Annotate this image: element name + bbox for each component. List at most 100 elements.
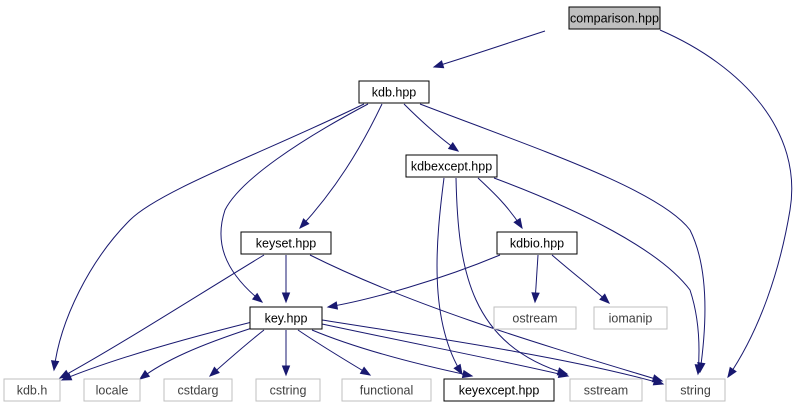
edge-arrowhead [281,365,291,377]
node-iomanip[interactable]: iomanip [593,306,668,330]
node-kdbh[interactable]: kdb.h [3,378,61,402]
edge-key-to-kdbh [60,321,253,381]
edge-kdbio-to-iomanip [551,254,611,304]
node-cstring[interactable]: cstring [255,378,321,402]
node-label: functional [360,384,414,398]
edge-key-to-locale [138,327,253,380]
node-kdbio[interactable]: kdbio.hpp [496,231,578,255]
node-label: iomanip [609,312,653,326]
edge-arrowhead [694,364,704,376]
edge-kdb-to-kdbexcept [403,103,460,152]
node-box [569,378,643,402]
edge-line [659,29,793,378]
node-cstdarg[interactable]: cstdarg [163,378,233,402]
node-label: keyset.hpp [256,237,317,251]
node-label: cstring [270,384,307,398]
edge-kdbexcept-to-kdbio [477,177,523,230]
edge-line [61,321,253,381]
node-label: comparison.hpp [570,12,659,26]
node-keyset[interactable]: keyset.hpp [240,231,332,255]
node-label: locale [96,384,129,398]
edge-kdbio-to-ostream [531,254,540,304]
edge-keyset-to-key [281,254,291,304]
node-label: keyexcept.hpp [459,384,540,398]
node-box [493,306,577,330]
edge-line [299,103,383,229]
node-label: kdbio.hpp [510,237,564,251]
node-box [568,6,661,30]
node-box [341,378,432,402]
edge-arrowhead [447,141,460,152]
node-functional[interactable]: functional [341,378,432,402]
edge-line [551,254,610,304]
edge-arrowhead [557,369,570,378]
edge-arrowhead [453,363,463,376]
edge-key-to-keyexcept [311,329,474,379]
edge-kdb-to-key [220,103,369,303]
edge-key-to-cstring [281,329,291,377]
edge-arrowhead [326,301,339,310]
edge-arrowhead [281,292,291,304]
node-kdb[interactable]: kdb.hpp [358,80,430,104]
edge-line [403,103,459,152]
edge-key-to-sstream [321,323,570,378]
edge-line [220,103,369,303]
edge-arrowhead [513,217,523,230]
node-box [255,378,321,402]
edge-kdbexcept-to-string [493,177,704,376]
edge-line [321,319,664,385]
edge-line [309,254,663,382]
node-box [358,80,430,104]
edge-line [311,329,473,377]
edge-key-to-string [321,319,665,386]
edge-line [477,177,523,229]
node-comparison[interactable]: comparison.hpp [568,6,661,30]
edge-line [455,177,568,375]
node-kdbexcept[interactable]: kdbexcept.hpp [405,154,498,178]
node-box [665,378,726,402]
edge-key-to-cstdarg [208,329,265,377]
edge-line [59,254,265,379]
node-sstream[interactable]: sstream [569,378,643,402]
edges-layer [50,29,793,386]
node-label: cstdarg [178,384,219,398]
edge-line [327,254,501,308]
node-box [3,378,61,402]
edge-line [209,329,265,377]
edge-arrowhead [60,372,73,381]
node-label: key.hpp [265,312,308,326]
edge-arrowhead [208,366,220,377]
node-label: kdbexcept.hpp [411,160,492,174]
nodes-layer: comparison.hpp kdb.hpp kdbexcept.hpp keyset… [3,6,726,402]
edge-kdbexcept-to-keyexcept [436,177,463,376]
node-box [443,378,555,402]
edge-comparison-to-kdb [432,30,546,69]
edge-arrowhead [251,292,264,303]
edge-arrowhead [599,293,611,304]
edge-arrowhead [461,369,474,379]
edge-line [297,329,371,376]
edge-arrowhead [138,369,151,380]
edge-kdb-to-keyset [299,103,383,230]
node-label: kdb.h [17,384,48,398]
edge-arrowhead [50,360,60,372]
edge-line [139,327,253,380]
edge-line [433,30,546,68]
edge-kdbio-to-key [326,254,501,310]
node-box [593,306,668,330]
node-locale[interactable]: locale [83,378,141,402]
edge-arrowhead [727,366,737,379]
node-ostream[interactable]: ostream [493,306,577,330]
edge-kdb-to-kdbh [50,103,365,372]
node-string[interactable]: string [665,378,726,402]
node-key[interactable]: key.hpp [249,306,323,330]
node-box [496,231,578,255]
edge-arrowhead [359,366,372,376]
node-box [405,154,498,178]
edge-line [419,103,706,373]
node-keyexcept[interactable]: keyexcept.hpp [443,378,555,402]
edge-keyset-to-kdbh [58,254,265,379]
edge-comparison-to-string [659,29,793,379]
node-box [83,378,141,402]
